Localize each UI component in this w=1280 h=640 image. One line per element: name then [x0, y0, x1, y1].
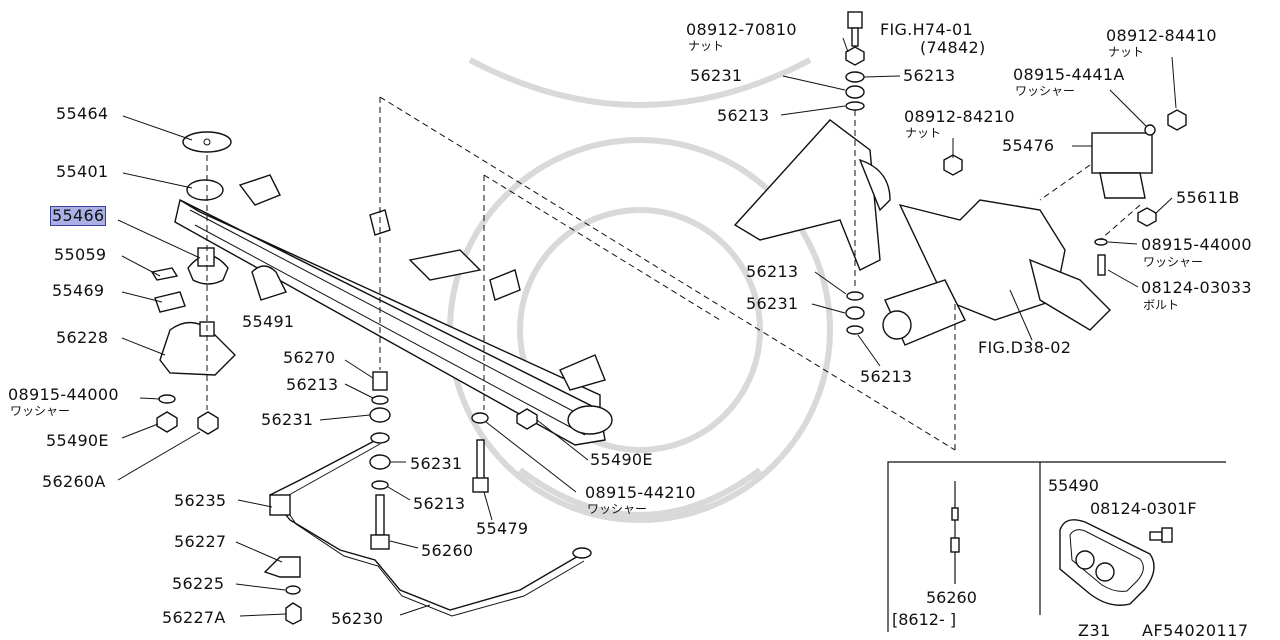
inset-left-part[interactable]: 56260	[926, 588, 977, 607]
label-56260[interactable]: 56260	[421, 541, 474, 560]
label-nut-jp-mid: ナット	[905, 126, 942, 140]
label-08912-84210[interactable]: 08912-84210	[904, 107, 1015, 126]
inset-left-range: [8612- ]	[892, 610, 957, 629]
label-56213-a[interactable]: 56213	[286, 375, 339, 394]
label-55490e-right[interactable]: 55490E	[590, 450, 653, 469]
footer-code: AF54020117	[1142, 621, 1249, 640]
label-08124-03033[interactable]: 08124-03033	[1141, 278, 1252, 297]
label-55464[interactable]: 55464	[56, 104, 109, 123]
leader-lines	[117, 37, 1177, 617]
mount-stack-left	[150, 131, 287, 435]
differential-assembly	[733, 11, 1187, 450]
label-55466-highlighted[interactable]: 55466	[49, 206, 107, 226]
label-56230[interactable]: 56230	[331, 609, 384, 628]
label-56235[interactable]: 56235	[174, 491, 227, 510]
label-washer-jp-center: ワッシャー	[587, 502, 648, 516]
inset-frames	[887, 461, 1226, 632]
label-56213-top1[interactable]: 56213	[903, 66, 956, 85]
ref-fig-h74-sub: (74842)	[920, 38, 986, 57]
label-washer-jp-right: ワッシャー	[1143, 255, 1204, 269]
ref-fig-d38-02[interactable]: FIG.D38-02	[978, 338, 1072, 357]
label-56213-bot[interactable]: 56213	[860, 367, 913, 386]
label-56260a[interactable]: 56260A	[42, 472, 106, 491]
stabilizer-link-stack	[369, 96, 956, 550]
label-08915-4441a[interactable]: 08915-4441A	[1013, 65, 1125, 84]
stabilizer-bar	[263, 432, 592, 625]
label-55401[interactable]: 55401	[56, 162, 109, 181]
inset-right-bolt[interactable]: 08124-0301F	[1090, 499, 1197, 518]
label-55490e-left[interactable]: 55490E	[46, 431, 109, 450]
label-56227a[interactable]: 56227A	[162, 608, 226, 627]
label-08912-70810[interactable]: 08912-70810	[686, 20, 797, 39]
label-56213-mid[interactable]: 56213	[746, 262, 799, 281]
label-bolt-jp: ボルト	[1143, 298, 1180, 312]
label-08915-44000-right[interactable]: 08915-44000	[1141, 235, 1252, 254]
ref-fig-h74-01[interactable]: FIG.H74-01	[880, 20, 973, 39]
label-08915-44210[interactable]: 08915-44210	[585, 483, 696, 502]
label-55491[interactable]: 55491	[242, 312, 295, 331]
label-nut-jp-right: ナット	[1108, 45, 1145, 59]
label-55611b[interactable]: 55611B	[1176, 188, 1240, 207]
label-56231-top[interactable]: 56231	[690, 66, 743, 85]
label-56270[interactable]: 56270	[283, 348, 336, 367]
label-08912-84410[interactable]: 08912-84410	[1106, 26, 1217, 45]
footer-model: Z31	[1078, 621, 1111, 640]
label-55469[interactable]: 55469	[52, 281, 105, 300]
label-55059[interactable]: 55059	[54, 245, 107, 264]
label-56227[interactable]: 56227	[174, 532, 227, 551]
label-washer-jp-left: ワッシャー	[10, 404, 71, 418]
label-56231-a[interactable]: 56231	[261, 410, 314, 429]
label-56225[interactable]: 56225	[172, 574, 225, 593]
crossmember-drawing	[174, 174, 613, 446]
label-56231-b[interactable]: 56231	[410, 454, 463, 473]
label-56213-b[interactable]: 56213	[413, 494, 466, 513]
label-56228[interactable]: 56228	[56, 328, 109, 347]
label-56213-top2[interactable]: 56213	[717, 106, 770, 125]
label-08915-44000-left[interactable]: 08915-44000	[8, 385, 119, 404]
label-55476[interactable]: 55476	[1002, 136, 1055, 155]
label-56231-mid[interactable]: 56231	[746, 294, 799, 313]
label-55479[interactable]: 55479	[476, 519, 529, 538]
label-washer-jp-right-top: ワッシャー	[1015, 84, 1076, 98]
inset-right-part[interactable]: 55490	[1048, 476, 1099, 495]
label-nut-jp-top: ナット	[688, 39, 725, 53]
